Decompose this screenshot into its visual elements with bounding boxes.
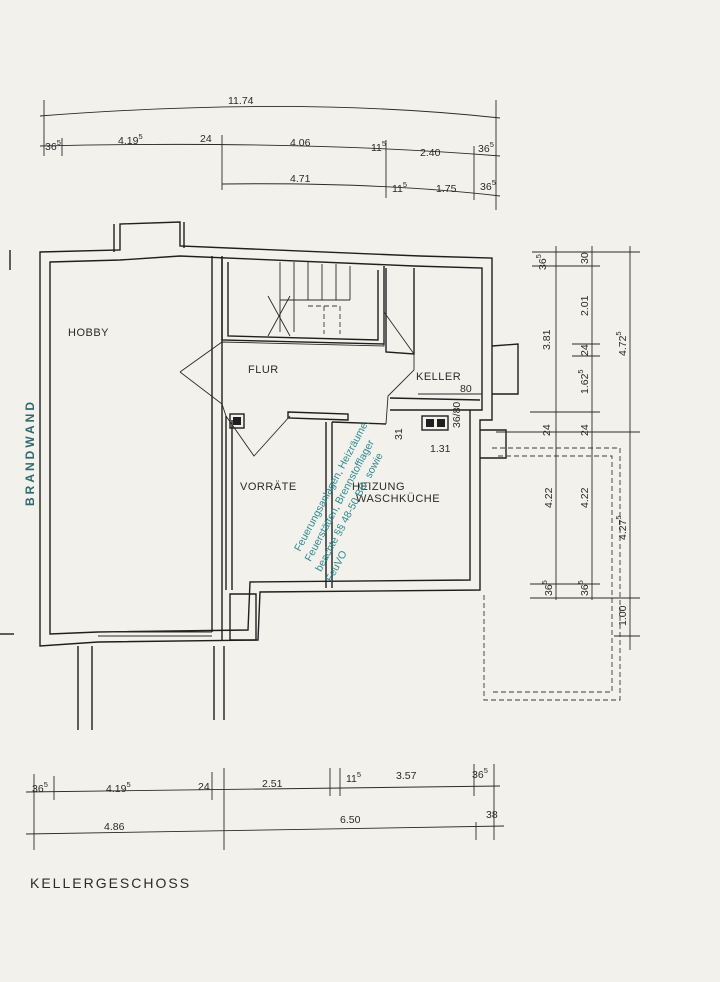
- dim-right-inner-2: 3.81: [541, 329, 553, 350]
- terrace-outline: [483, 447, 621, 701]
- room-waschkueche: WASCHKÜCHE: [356, 493, 440, 505]
- dim-top-1: 365: [45, 138, 61, 153]
- dim-bottom-row2-1: 4.86: [104, 821, 125, 833]
- dim-right-outer-2: 4.275: [614, 515, 629, 540]
- dim-top-5: 115: [371, 139, 386, 154]
- dim-bottom-3: 24: [198, 781, 210, 793]
- dim-bottom-5: 115: [346, 770, 361, 785]
- top-dimensions: 11.74 365 4.195 24 4.06 115 2.40 365 4.7…: [39, 95, 501, 210]
- dim-top-row2-4: 365: [480, 178, 496, 193]
- dim-right-mid-1: 30: [579, 252, 591, 264]
- dim-right-outer-3: 1.00: [617, 605, 629, 626]
- dim-top-row2-2: 115: [392, 180, 407, 195]
- dim-top-4: 4.06: [290, 137, 311, 149]
- right-dimensions: 365 3.81 24 4.22 365 30 2.01 24 1.625 24…: [496, 246, 640, 650]
- dim-bottom-6: 3.57: [396, 770, 417, 782]
- dim-right-mid-2: 2.01: [579, 295, 591, 316]
- plan-title: KELLERGESCHOSS: [30, 875, 191, 891]
- dim-top-7: 365: [478, 140, 494, 155]
- dim-right-mid-4: 1.625: [576, 369, 591, 394]
- dim-top-3: 24: [200, 133, 212, 145]
- inner-dimensions: 80 1.31 31 36/80: [393, 383, 482, 455]
- dim-top-2: 4.195: [118, 132, 143, 147]
- room-keller: KELLER: [416, 371, 461, 383]
- room-vorraete: VORRÄTE: [240, 481, 297, 493]
- dim-top-row1-ticks: [61, 135, 475, 200]
- dim-top-6: 2.40: [420, 147, 441, 159]
- dim-bottom-4: 2.51: [262, 778, 283, 790]
- dim-right-inner-5: 365: [540, 580, 555, 596]
- staircase: [267, 262, 351, 337]
- dim-bottom-1: 365: [32, 780, 48, 795]
- room-labels: HOBBY FLUR KELLER VORRÄTE HEIZUNG WASCHK…: [68, 327, 461, 505]
- dim-bottom-row2-3: 38: [486, 809, 498, 821]
- dim-bottom-2: 4.195: [106, 780, 131, 795]
- dim-right-mid-3: 24: [579, 344, 591, 356]
- dim-36-80: 36/80: [451, 402, 463, 428]
- room-flur: FLUR: [248, 364, 279, 376]
- dim-top-row2-1: 4.71: [290, 173, 311, 185]
- room-hobby: HOBBY: [68, 327, 109, 339]
- dim-right-mid-6: 4.22: [579, 487, 591, 508]
- dim-right-inner-1: 365: [534, 254, 549, 270]
- dim-bottom-7: 365: [472, 766, 488, 781]
- dim-right-inner-3: 24: [541, 424, 553, 436]
- dim-right-outer-1: 4.725: [614, 331, 629, 356]
- dim-right-mid-7: 365: [576, 580, 591, 596]
- dim-bottom-row2-2: 6.50: [340, 814, 361, 826]
- dim-right-inner-4: 4.22: [543, 487, 555, 508]
- dim-top-row2-3: 1.75: [436, 183, 457, 195]
- dim-131: 1.31: [430, 443, 451, 455]
- dim-31: 31: [393, 428, 405, 440]
- brandwand-label: BRANDWAND: [23, 399, 37, 506]
- dim-keller-80: 80: [460, 383, 472, 395]
- bottom-dimensions: 365 4.195 24 2.51 115 3.57 365 4.86 6.50…: [25, 764, 505, 850]
- dim-right-mid-5: 24: [579, 424, 591, 436]
- building-walls: [39, 221, 519, 730]
- dim-overall-width: 11.74: [228, 95, 254, 107]
- room-heizung: HEIZUNG: [352, 481, 405, 493]
